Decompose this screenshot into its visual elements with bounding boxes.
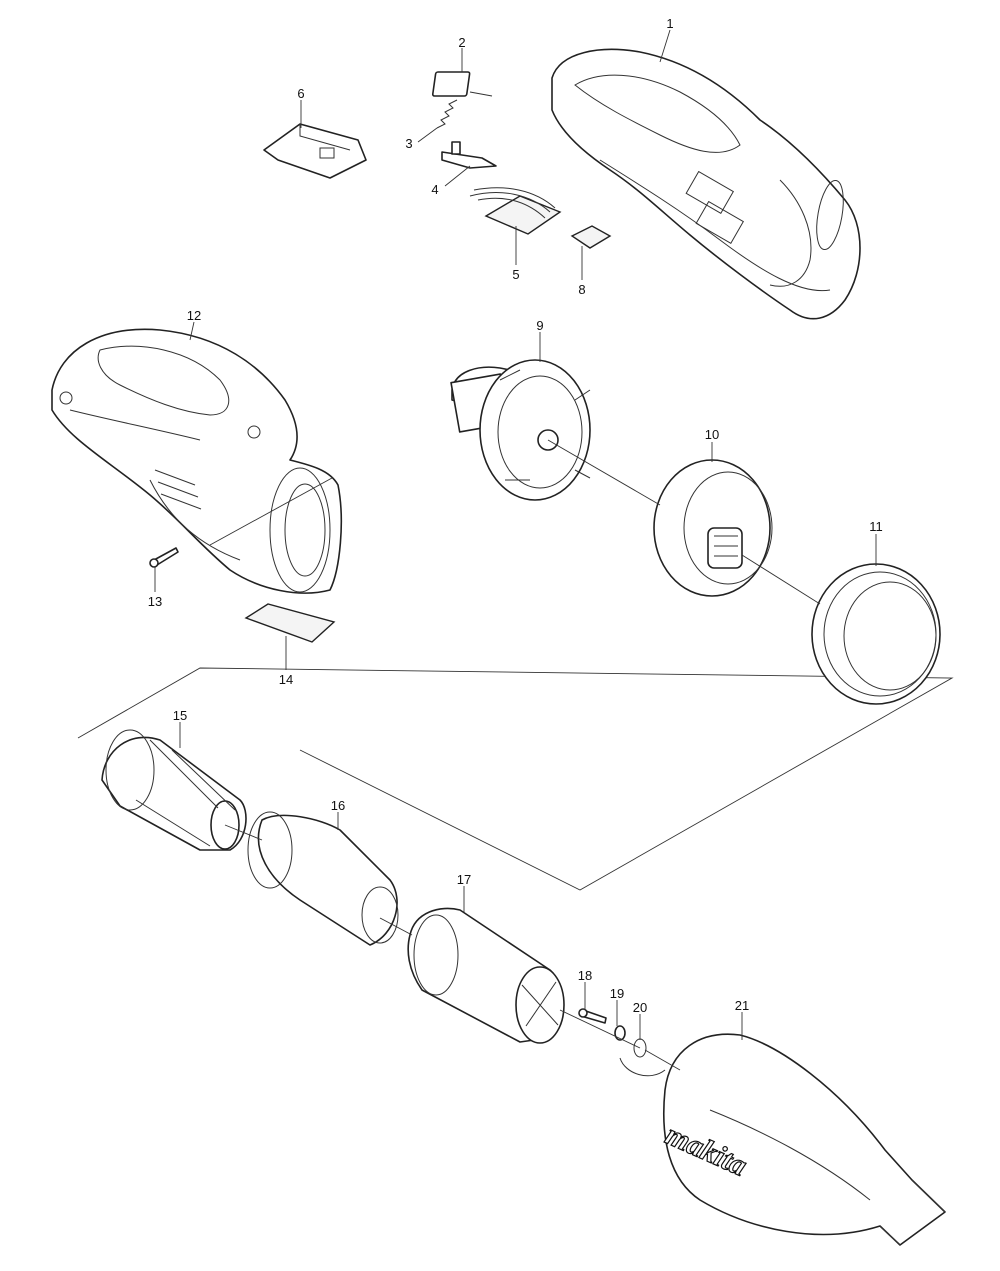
part-number-labels: 1 2 3 4 5 6 8 9 10 11 12 13 14 15 16 17 …	[148, 16, 883, 1015]
part-label-10: 10	[705, 427, 719, 442]
part-4-lever	[441, 141, 497, 169]
part-6-bracket	[263, 123, 367, 179]
part-19-washer	[614, 1025, 626, 1041]
part-16-filter	[247, 811, 399, 946]
part-3-spring	[436, 99, 458, 129]
part-label-19: 19	[610, 986, 624, 1001]
part-label-5: 5	[512, 267, 519, 282]
part-10-filter-cover	[653, 459, 773, 597]
part-21-dust-case: makita	[660, 1033, 946, 1246]
part-label-4: 4	[431, 182, 438, 197]
part-label-17: 17	[457, 872, 471, 887]
part-label-18: 18	[578, 968, 592, 983]
part-label-16: 16	[331, 798, 345, 813]
part-label-13: 13	[148, 594, 162, 609]
part-14-label	[244, 603, 336, 643]
part-15-prefilter	[101, 729, 247, 851]
part-label-9: 9	[536, 318, 543, 333]
leader-lines	[154, 29, 877, 1071]
part-label-15: 15	[173, 708, 187, 723]
assembly-bracket	[77, 667, 954, 891]
part-label-11: 11	[869, 519, 883, 534]
part-9-motor-fan	[450, 359, 591, 501]
part-label-1: 1	[666, 16, 673, 31]
part-label-20: 20	[633, 1000, 647, 1015]
part-label-6: 6	[297, 86, 304, 101]
part-label-21: 21	[735, 998, 749, 1013]
part-2-switch	[431, 71, 493, 97]
part-label-8: 8	[578, 282, 585, 297]
part-13-screw	[149, 547, 179, 568]
part-label-3: 3	[405, 136, 412, 151]
part-8-pad	[570, 225, 612, 249]
part-5-circuit-board	[469, 187, 562, 235]
part-12-housing	[51, 328, 343, 594]
part-label-14: 14	[279, 672, 293, 687]
part-18-screw	[578, 1008, 607, 1024]
part-label-2: 2	[458, 35, 465, 50]
part-label-12: 12	[187, 308, 201, 323]
part-11-ring	[811, 563, 941, 705]
part-17-filter-cage	[407, 907, 565, 1044]
part-1-housing	[551, 48, 861, 320]
